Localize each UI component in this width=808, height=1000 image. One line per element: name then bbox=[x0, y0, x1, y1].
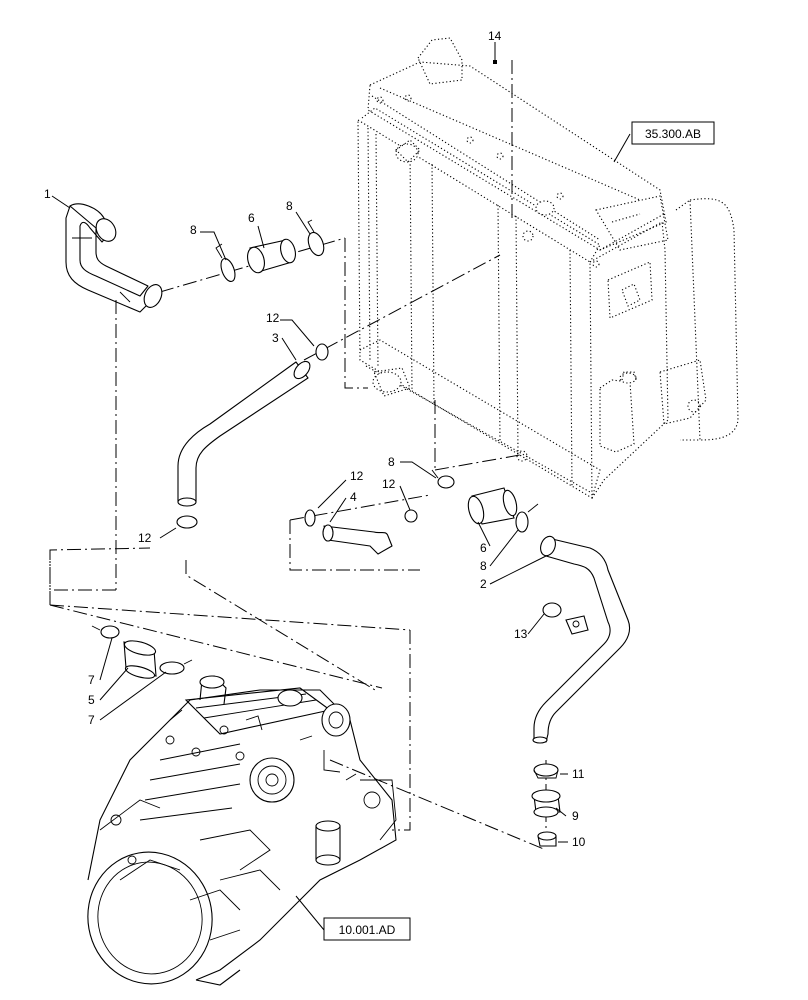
radiator-assembly bbox=[357, 37, 739, 499]
temperature-sensor bbox=[542, 602, 589, 635]
callout-2: 2 bbox=[480, 577, 487, 591]
assembly-center-lines bbox=[49, 60, 547, 851]
engine-reference-label: 10.001.AD bbox=[339, 923, 396, 937]
leader-lines bbox=[51, 42, 631, 931]
callout-9: 9 bbox=[572, 809, 579, 823]
thermostat-assembly bbox=[531, 763, 561, 847]
callout-12: 12 bbox=[138, 531, 152, 545]
drain-plug-marker bbox=[493, 60, 497, 64]
upper-hose-coupling bbox=[215, 219, 325, 283]
upper-radiator-hose bbox=[65, 203, 163, 313]
callout-13: 13 bbox=[514, 627, 528, 641]
callout-10: 10 bbox=[572, 835, 586, 849]
callout-7: 7 bbox=[88, 673, 95, 687]
callout-8: 8 bbox=[388, 455, 395, 469]
callout-5: 5 bbox=[88, 693, 95, 707]
engine-assembly bbox=[87, 675, 397, 986]
callout-8: 8 bbox=[286, 199, 293, 213]
callout-14: 14 bbox=[488, 29, 502, 43]
bypass-hose bbox=[304, 509, 418, 555]
callout-6: 6 bbox=[480, 541, 487, 555]
radiator-reference-box: 35.300.AB bbox=[631, 121, 715, 145]
callout-6: 6 bbox=[248, 211, 255, 225]
callout-8: 8 bbox=[480, 559, 487, 573]
engine-reference-box: 10.001.AD bbox=[323, 917, 411, 941]
callout-1: 1 bbox=[44, 187, 51, 201]
callout-7: 7 bbox=[88, 713, 95, 727]
engine-hose-coupling bbox=[91, 625, 193, 679]
callout-8: 8 bbox=[190, 223, 197, 237]
radiator-reference-label: 35.300.AB bbox=[645, 127, 701, 141]
callout-12: 12 bbox=[266, 311, 280, 325]
lower-coolant-hose bbox=[176, 343, 329, 529]
outlet-hose bbox=[532, 535, 631, 744]
lower-hose-coupling bbox=[431, 469, 539, 533]
callout-3: 3 bbox=[272, 331, 279, 345]
callout-4: 4 bbox=[350, 490, 357, 504]
callout-12: 12 bbox=[382, 477, 396, 491]
callout-labels: 1 8 6 8 12 3 12 8 12 4 12 6 8 2 13 11 9 … bbox=[44, 29, 586, 849]
callout-11: 11 bbox=[572, 767, 585, 781]
callout-12: 12 bbox=[350, 469, 364, 483]
